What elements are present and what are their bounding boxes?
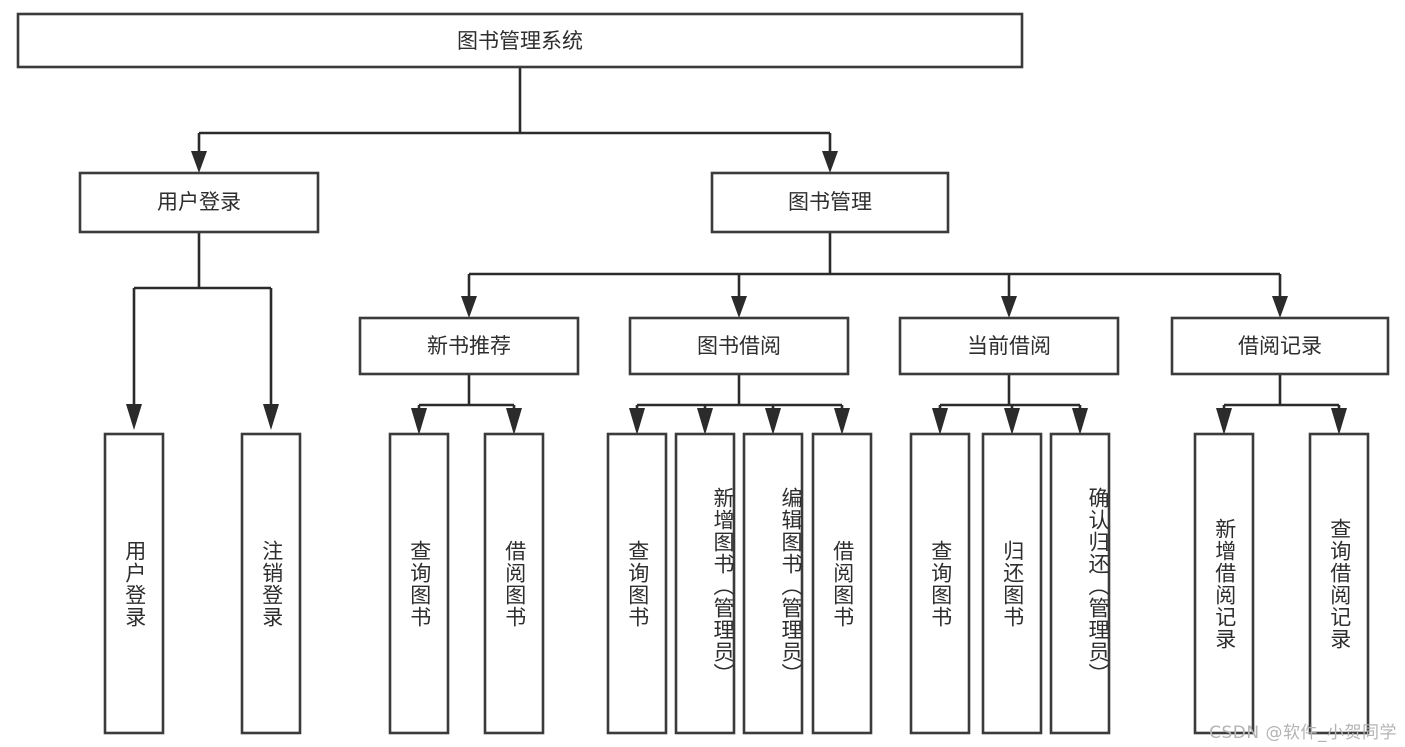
leaf-user-login-1[interactable] <box>103 432 165 735</box>
arrow-book-borrow-leaf3 <box>765 408 781 435</box>
arrow-borrow-record-leaf1 <box>1216 408 1232 435</box>
arrow-to-book-manage <box>822 151 838 173</box>
leaf-borrow-record-1[interactable] <box>1193 432 1255 735</box>
arrow-to-borrow-record <box>1272 296 1288 318</box>
leaf-book-borrow-1[interactable] <box>606 432 668 735</box>
arrow-to-current-borrow <box>1001 296 1017 318</box>
arrow-to-user-login <box>191 151 207 173</box>
leaf-new-book-2[interactable] <box>483 432 545 735</box>
leaf-current-borrow-1[interactable] <box>909 432 971 735</box>
node-new-book-recommend[interactable] <box>358 316 580 376</box>
arrow-book-borrow-leaf2 <box>697 408 713 435</box>
arrow-to-book-borrow <box>731 296 747 318</box>
node-borrow-record[interactable] <box>1170 316 1390 376</box>
leaf-current-borrow-3[interactable] <box>1049 432 1111 735</box>
node-user-login-label: 用户登录 <box>157 190 241 214</box>
leaf-current-borrow-2[interactable] <box>981 432 1043 735</box>
arrow-current-borrow-leaf3 <box>1072 408 1088 435</box>
node-book-borrow-label: 图书借阅 <box>697 334 781 358</box>
leaf-book-borrow-4[interactable] <box>811 432 873 735</box>
node-root-label: 图书管理系统 <box>457 29 583 53</box>
arrow-book-borrow-leaf4 <box>834 408 850 435</box>
node-current-borrow[interactable] <box>898 316 1120 376</box>
leaf-new-book-1[interactable] <box>388 432 450 735</box>
arrow-current-borrow-leaf2 <box>1004 408 1020 435</box>
arrow-user-login-leaf2 <box>263 404 279 430</box>
arrow-to-new-book <box>461 296 477 318</box>
leaf-user-login-2[interactable] <box>240 432 302 735</box>
leaf-book-borrow-2[interactable] <box>674 432 736 735</box>
arrow-current-borrow-leaf1 <box>932 408 948 435</box>
node-book-manage-label: 图书管理 <box>788 190 872 214</box>
arrow-new-book-leaf2 <box>506 408 522 435</box>
node-book-manage[interactable] <box>710 171 950 234</box>
arrow-borrow-record-leaf2 <box>1331 408 1347 435</box>
node-new-book-recommend-label: 新书推荐 <box>427 334 511 358</box>
node-book-borrow[interactable] <box>628 316 850 376</box>
watermark: CSDN @软件_小贺同学 <box>1209 723 1397 743</box>
leaf-borrow-record-2[interactable] <box>1308 432 1370 735</box>
node-root[interactable] <box>16 12 1024 69</box>
leaf-book-borrow-3[interactable] <box>742 432 804 735</box>
arrow-book-borrow-leaf1 <box>629 408 645 435</box>
node-borrow-record-label: 借阅记录 <box>1238 334 1322 358</box>
arrow-user-login-leaf1 <box>126 404 142 430</box>
node-current-borrow-label: 当前借阅 <box>967 334 1051 358</box>
arrow-new-book-leaf1 <box>411 408 427 435</box>
node-user-login[interactable] <box>78 171 320 234</box>
